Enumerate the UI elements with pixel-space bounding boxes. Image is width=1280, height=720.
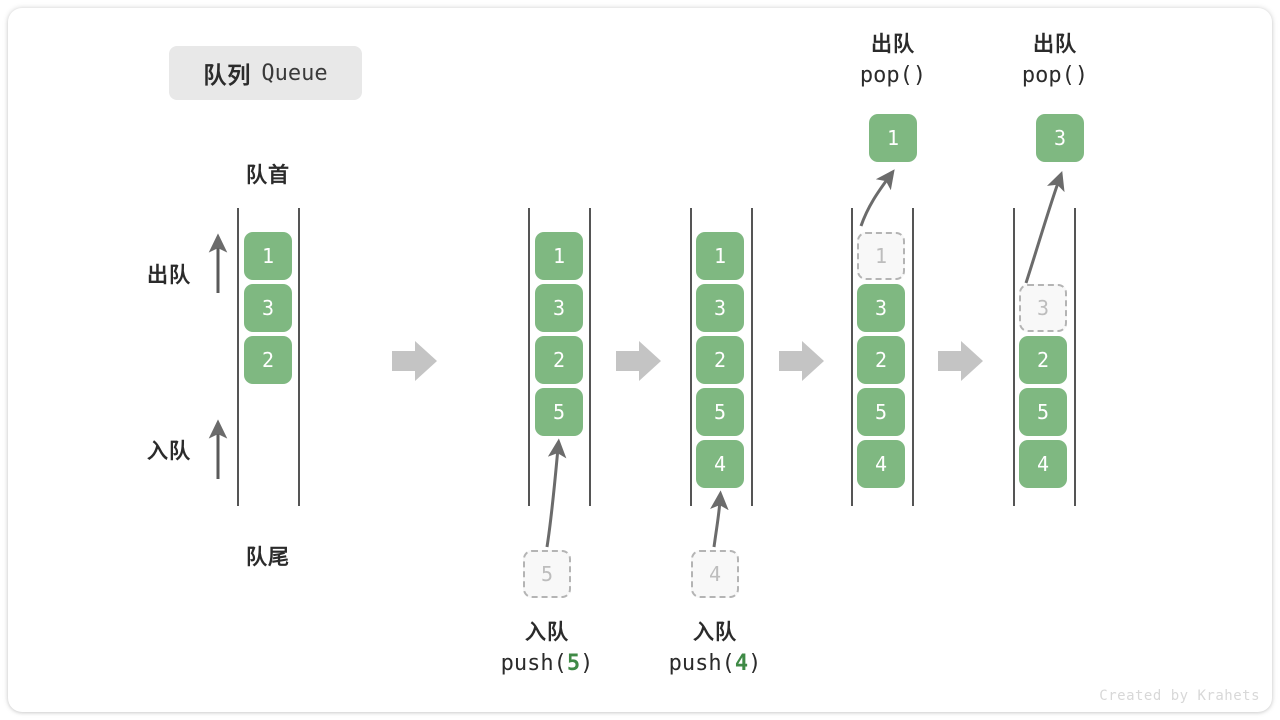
operation-caption-code: push(5) [500, 651, 594, 676]
queue-rail-left-2 [528, 208, 530, 506]
queue-cell: 5 [696, 388, 744, 436]
operation-caption-push-4: 入队 push(4) [605, 618, 825, 680]
queue-cell: 2 [535, 336, 583, 384]
queue-cell: 1 [535, 232, 583, 280]
label-queue-front: 队首 [246, 164, 290, 187]
queue-cell: 4 [1019, 440, 1067, 488]
queue-cell: 2 [696, 336, 744, 384]
operation-caption-cn: 出队 [871, 33, 915, 56]
queue-cell: 3 [696, 284, 744, 332]
diagram-title-en: Queue [261, 60, 328, 86]
queue-cell: 1 [696, 232, 744, 280]
queue-rail-right-1 [298, 208, 300, 506]
queue-rail-left-1 [237, 208, 239, 506]
popped-element: 3 [1036, 114, 1084, 162]
queue-cell: 3 [535, 284, 583, 332]
watermark: Created by Krahets [1099, 688, 1260, 704]
queue-rail-left-4 [851, 208, 853, 506]
diagram-title: 队列 Queue [169, 46, 362, 100]
queue-cell: 5 [857, 388, 905, 436]
operation-caption-code: pop() [1021, 63, 1089, 88]
diagram-title-cn: 队列 [203, 62, 252, 88]
queue-cell: 4 [696, 440, 744, 488]
queue-rail-right-2 [589, 208, 591, 506]
queue-cell: 2 [1019, 336, 1067, 384]
card-background [8, 8, 1272, 712]
queue-cell: 5 [1019, 388, 1067, 436]
operation-caption-cn: 入队 [693, 621, 737, 644]
label-enqueue-direction: 入队 [147, 440, 191, 463]
incoming-element-ghost: 5 [523, 550, 571, 598]
label-queue-rear: 队尾 [246, 546, 290, 569]
operation-caption-pop-3: 出队 pop() [955, 30, 1155, 92]
dequeued-slot-ghost: 3 [1019, 284, 1067, 332]
operation-caption-code: pop() [859, 63, 927, 88]
queue-cell: 2 [244, 336, 292, 384]
queue-cell: 5 [535, 388, 583, 436]
operation-caption-code: push(4) [668, 651, 762, 676]
queue-rail-right-5 [1074, 208, 1076, 506]
dequeued-slot-ghost: 1 [857, 232, 905, 280]
queue-rail-right-4 [912, 208, 914, 506]
queue-rail-right-3 [751, 208, 753, 506]
operation-caption-push-5: 入队 push(5) [437, 618, 657, 680]
queue-cell: 3 [857, 284, 905, 332]
queue-cell: 1 [244, 232, 292, 280]
queue-cell: 3 [244, 284, 292, 332]
queue-rail-left-3 [690, 208, 692, 506]
operation-caption-cn: 出队 [1033, 33, 1077, 56]
label-dequeue-direction: 出队 [147, 264, 191, 287]
queue-rail-left-5 [1013, 208, 1015, 506]
queue-cell: 4 [857, 440, 905, 488]
incoming-element-ghost: 4 [691, 550, 739, 598]
operation-caption-cn: 入队 [525, 621, 569, 644]
operation-caption-pop-1: 出队 pop() [793, 30, 993, 92]
queue-cell: 2 [857, 336, 905, 384]
popped-element: 1 [869, 114, 917, 162]
